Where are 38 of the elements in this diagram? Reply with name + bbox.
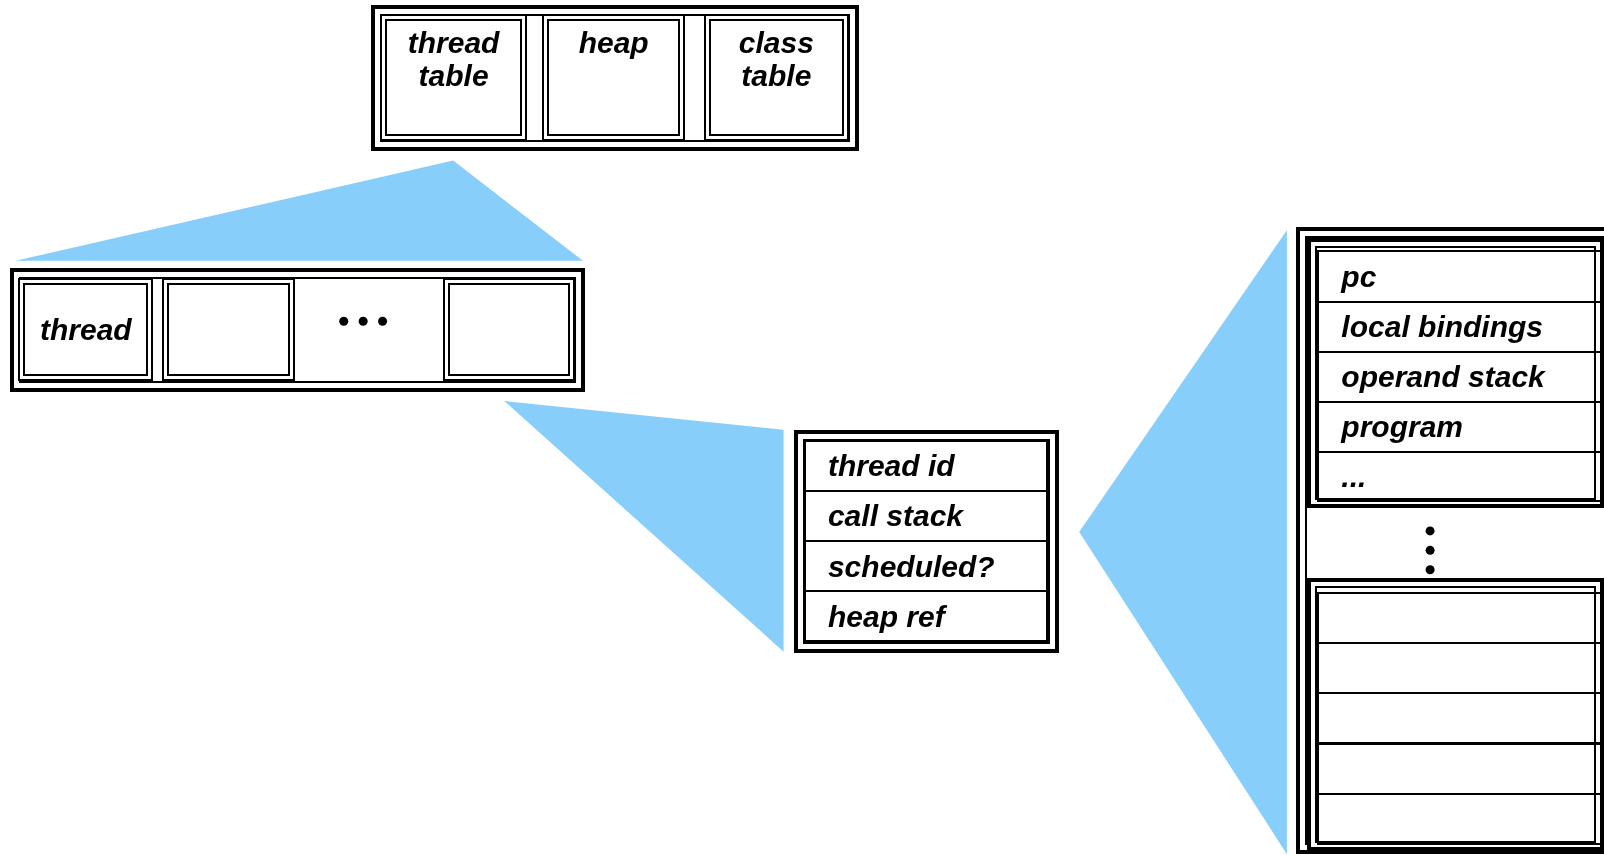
field-cell: [18, 278, 154, 382]
frame-box: [1307, 577, 1604, 851]
table-row: [1317, 250, 1602, 303]
field-label: ...: [1341, 460, 1367, 493]
field-label: heap: [578, 26, 649, 60]
field-label: heap ref: [827, 599, 945, 633]
field-cell: [703, 14, 849, 142]
field-label: thread id: [827, 449, 955, 483]
table-row: [1317, 450, 1602, 503]
field-cell: [380, 14, 527, 142]
field-label: pc: [1341, 260, 1377, 293]
field-label: thread: [39, 313, 132, 347]
magnification-wedge: [15, 160, 584, 261]
table-row: [803, 489, 1049, 543]
table-row: [803, 540, 1049, 593]
field-label: scheduled?: [827, 549, 995, 583]
record-box: [1296, 227, 1604, 855]
field-label: class table: [737, 26, 815, 93]
magnification-wedge: [1079, 230, 1287, 855]
field-label: local bindings: [1341, 310, 1544, 344]
field-label: thread table: [406, 26, 501, 93]
row-box: [1317, 692, 1602, 745]
magnification-wedge: [504, 401, 784, 652]
field-label: call stack: [827, 499, 964, 533]
row-box: [1317, 592, 1602, 645]
table-row: [803, 439, 1049, 492]
row-box: [1317, 742, 1602, 795]
table-row: [803, 590, 1049, 643]
record-box: [371, 5, 860, 152]
field-label: program: [1341, 410, 1464, 444]
field-label: operand stack: [1341, 360, 1545, 394]
field-cell: [542, 14, 686, 142]
record-box: [793, 429, 1059, 653]
record-box: [10, 268, 586, 392]
row-box: [1317, 792, 1602, 845]
field-box: [442, 278, 575, 382]
frame-box: [1307, 238, 1604, 509]
field-box: [161, 278, 295, 382]
